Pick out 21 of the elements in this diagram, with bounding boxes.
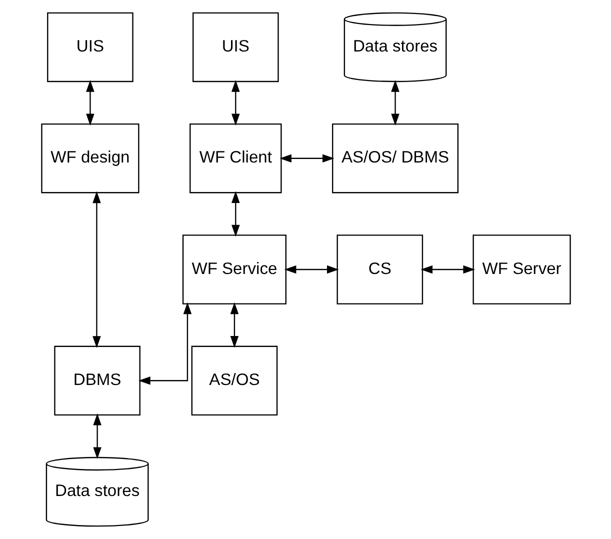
arrow — [138, 302, 192, 385]
arrow — [231, 80, 240, 126]
arrow — [420, 265, 475, 274]
arrow — [230, 302, 238, 348]
arrow — [284, 265, 338, 274]
arrow — [92, 191, 100, 348]
arrow — [231, 191, 240, 237]
arrow — [86, 80, 94, 126]
node-box: DBMS — [54, 346, 140, 416]
node-box: WF design — [40, 123, 139, 194]
node-box: UIS — [192, 12, 278, 82]
node-box: WF Client — [189, 123, 282, 194]
node-box: UIS — [46, 12, 133, 82]
node-box: WF Server — [472, 234, 570, 304]
arrow — [390, 80, 399, 126]
arrow — [279, 154, 334, 162]
arrow — [92, 413, 101, 460]
node-box: AS/OS — [190, 346, 278, 416]
node-box: WF Service — [182, 234, 286, 304]
node-box: CS — [336, 234, 423, 304]
node-box: AS/OS/ DBMS — [332, 123, 458, 194]
